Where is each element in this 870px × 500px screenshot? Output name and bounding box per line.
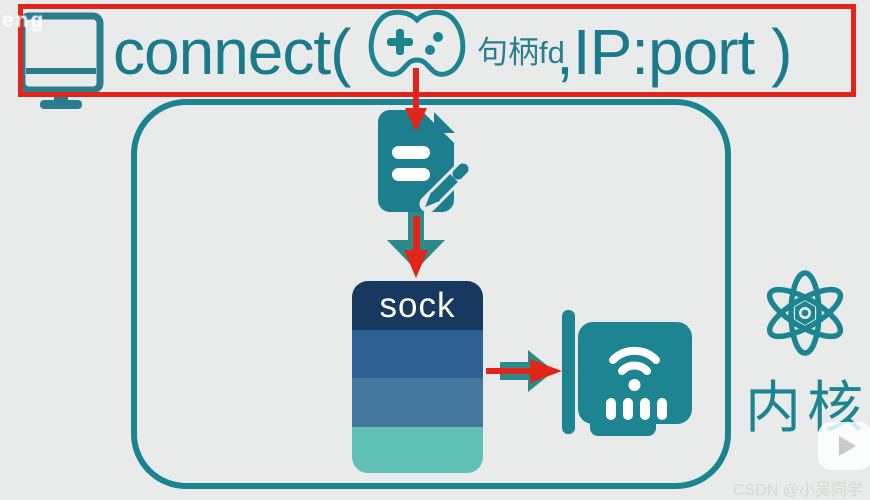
play-button[interactable]	[818, 422, 870, 470]
top-left-watermark: eng	[2, 9, 46, 32]
down-arrow-icon	[387, 212, 445, 278]
ip-port-argument-text: ,IP:port )	[556, 16, 792, 88]
sock-layer-2	[352, 330, 483, 378]
document-edit-icon	[378, 106, 471, 213]
csdn-watermark: CSDN @小吴同学	[733, 482, 864, 499]
sock-layer-top: sock	[352, 281, 483, 330]
connect-function-text: connect(	[113, 16, 351, 88]
right-arrow-icon	[486, 350, 562, 392]
atom-icon	[766, 270, 844, 356]
sock-layer-3	[352, 378, 483, 427]
network-card-icon	[562, 310, 692, 436]
kernel-boundary-frame	[131, 99, 731, 489]
play-icon	[839, 436, 856, 456]
connect-call-highlight-box	[18, 4, 856, 97]
gamepad-icon	[368, 9, 466, 77]
fd-argument-label: 句柄fd	[477, 35, 565, 70]
sock-label: sock	[379, 285, 456, 325]
sock-layer-4	[352, 427, 483, 473]
call-to-socket-arrow-icon	[405, 68, 427, 132]
socket-structure-stack: sock	[352, 281, 483, 473]
